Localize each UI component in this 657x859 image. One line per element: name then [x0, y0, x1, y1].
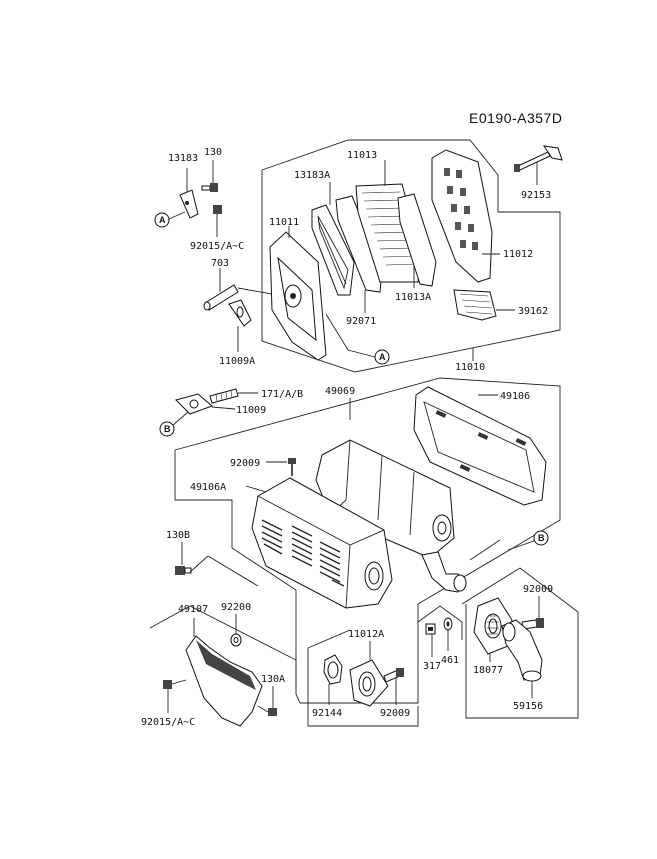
filter-element-11013A [397, 193, 437, 288]
label-92009-mid: 92009 [380, 708, 410, 719]
gasket-11009 [175, 393, 236, 415]
leader-11012A-box [307, 629, 351, 649]
gasket-13183A [311, 182, 355, 296]
elbow-59156 [501, 619, 543, 698]
label-92009-top: 92009 [230, 458, 260, 469]
gasket-11012A [349, 641, 389, 707]
label-11012A: 11012A [348, 629, 384, 640]
label-39162: 39162 [518, 306, 548, 317]
label-49106: 49106 [500, 391, 530, 402]
nut-92015-top [213, 205, 222, 237]
air-cleaner-group-outline [261, 139, 561, 373]
bolt-130A [257, 686, 277, 716]
svg-text:A: A [159, 215, 166, 225]
leader-130B-group-2 [207, 555, 259, 587]
label-130A: 130A [261, 674, 285, 685]
element-92071 [335, 195, 383, 313]
leader-callout-b-right [469, 539, 501, 561]
label-703: 703 [211, 258, 229, 269]
label-11013: 11013 [347, 150, 377, 161]
nut-washer-group-outline [417, 605, 463, 640]
screw-92009-top [266, 458, 296, 476]
bolt-130B [175, 542, 192, 575]
label-92009-right: 92009 [523, 584, 553, 595]
svg-text:B: B [164, 424, 171, 434]
label-92015-bottom: 92015/A~C [141, 717, 195, 728]
label-11012: 11012 [503, 249, 533, 260]
label-92015-top: 92015/A~C [190, 241, 244, 252]
heat-shield-49106 [413, 386, 547, 506]
wing-bolt-92153 [514, 145, 563, 185]
label-92144: 92144 [312, 708, 342, 719]
elbow-group-outline [461, 567, 579, 719]
bracket-13183 [179, 168, 199, 219]
label-317: 317 [423, 661, 441, 672]
label-49069: 49069 [325, 386, 355, 397]
muffler-group-outline [174, 377, 561, 704]
label-49107: 49107 [178, 604, 208, 615]
stud-171 [209, 388, 258, 404]
label-11010: 11010 [455, 362, 485, 373]
gasket-group-outline [307, 648, 419, 727]
cover-11012 [431, 149, 500, 283]
svg-text:A: A [379, 352, 386, 362]
washer-92200 [230, 614, 242, 647]
nut-317 [425, 623, 436, 657]
callout-a-center: A [325, 313, 390, 365]
screw-92009-right [521, 596, 544, 630]
label-92071: 92071 [346, 316, 376, 327]
label-49106A: 49106A [190, 482, 226, 493]
label-13183A: 13183A [294, 170, 330, 181]
callout-a-left: A [154, 211, 186, 228]
leader-130B-group [189, 555, 209, 573]
svg-text:B: B [538, 533, 545, 543]
label-11009: 11009 [236, 405, 266, 416]
clamp-92144 [323, 654, 343, 705]
callout-b-right: B [507, 530, 549, 551]
screw-92009-mid [383, 668, 404, 705]
diagram-ref-code: E0190-A357D [469, 110, 562, 126]
label-130-top: 130 [204, 147, 222, 158]
label-18077: 18077 [473, 665, 503, 676]
callout-b-left: B [159, 411, 189, 437]
label-11011: 11011 [269, 217, 299, 228]
label-171: 171/A/B [261, 389, 303, 400]
lower-shield-49107 [185, 618, 263, 727]
lower-shield-group-outline [149, 605, 297, 690]
gasket-11009A [228, 299, 252, 352]
pipe-703 [203, 268, 284, 311]
label-92200: 92200 [221, 602, 251, 613]
front-cover-49106A [245, 477, 393, 609]
label-130B: 130B [166, 530, 190, 541]
washer-461 [443, 617, 453, 651]
air-cleaner-case-11011 [269, 226, 327, 361]
label-11009A: 11009A [219, 356, 255, 367]
nut-92015-bottom [163, 679, 187, 713]
label-11013A: 11013A [395, 292, 431, 303]
label-461: 461 [441, 655, 459, 666]
bolt-130-top [201, 160, 218, 192]
label-13183: 13183 [168, 153, 198, 164]
foam-39162 [453, 289, 515, 321]
label-92153: 92153 [521, 190, 551, 201]
label-59156: 59156 [513, 701, 543, 712]
